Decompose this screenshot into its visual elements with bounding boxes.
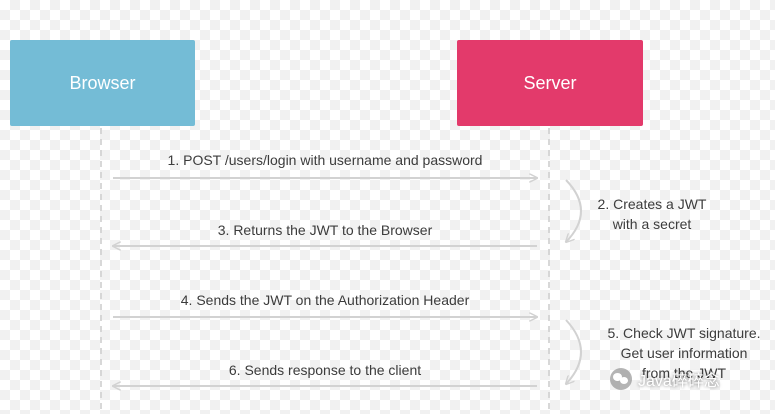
server-actor-box: Server [457,40,643,126]
note-step-5-line-3: from the JWT [641,365,726,381]
browser-actor-box: Browser [10,40,195,126]
chat-bubbles-icon [610,368,632,390]
watermark: Java碎碎念 [610,364,720,394]
message-label-3: 3. Returns the JWT to the Browser [217,222,433,238]
watermark-text: Java碎碎念 [638,373,720,390]
note-step-2: 2. Creates a JWT with a secret [598,194,707,234]
note-step-2-line-2: with a secret [612,216,692,232]
browser-actor-label: Browser [69,72,136,93]
note-step-5: 5. Check JWT signature. Get user informa… [607,323,760,383]
note-step-5-line-2: Get user information [620,345,748,361]
note-step-2-line-1: 2. Creates a JWT [597,196,707,212]
message-label-4: 4. Sends the JWT on the Authorization He… [180,292,470,308]
self-arrow-5 [566,319,582,384]
message-label-6: 6. Sends response to the client [228,362,422,378]
note-step-5-line-1: 5. Check JWT signature. [607,325,761,341]
server-actor-label: Server [523,72,577,93]
self-arrow-2 [566,179,582,242]
message-label-1: 1. POST /users/login with username and p… [167,152,483,168]
